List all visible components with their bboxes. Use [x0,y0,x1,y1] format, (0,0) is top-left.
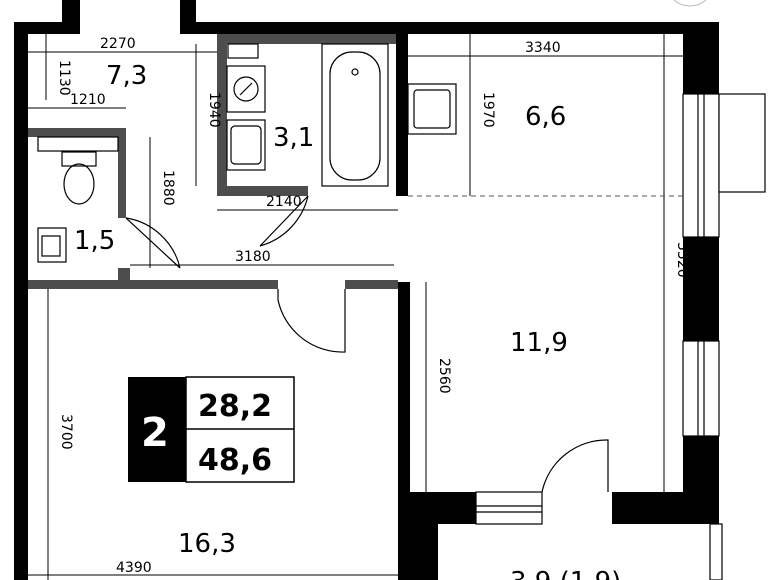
dim-toilet-width: 1210 [70,92,106,108]
bathtub [321,43,389,187]
toilet-bowl [61,151,97,205]
dim-bath-depth: 1940 [206,92,222,128]
doors [125,195,609,493]
room-area-balcony: 3,9 (1,9) [510,567,621,580]
dim-living-inner: 2560 [436,358,452,394]
dim-kitchen-depth: 1970 [480,92,496,128]
badge-living-area: 28,2 [198,389,272,424]
dim-kitchen-width: 3340 [525,40,561,56]
toilet-shelf [37,136,119,152]
badge-rooms-count: 2 [141,410,169,456]
dim-bedroom-width: 4390 [116,560,152,576]
room-area-living: 11,9 [510,328,568,358]
dim-hall-width: 3180 [235,249,271,265]
dim-corridor-width: 2270 [100,36,136,52]
dimension-lines [28,34,683,580]
dim-corridor-depth: 1130 [56,60,72,96]
exterior-walls [14,0,719,580]
room-area-bathroom: 3,1 [273,123,314,153]
washing-machine [226,65,266,113]
room-area-toilet: 1,5 [74,226,115,256]
dim-toilet-depth: 1880 [160,170,176,206]
interior-walls [28,34,408,289]
area-badge: 2 28,2 48,6 [128,376,295,483]
room-area-corridor: 7,3 [106,61,147,91]
dim-bath-width: 2140 [266,194,302,210]
washbasin-bath [226,119,266,171]
toilet-washbasin [37,227,67,263]
dim-living-depth: 5520 [674,242,690,278]
room-area-kitchen: 6,6 [525,102,566,132]
badge-total-area: 48,6 [198,443,272,478]
bath-shelf [227,43,259,59]
room-area-bedroom: 16,3 [178,529,236,559]
kitchen-sink [407,83,457,135]
dim-bedroom-depth: 3700 [58,414,74,450]
compass-fragment [673,0,707,7]
windows [475,93,766,580]
